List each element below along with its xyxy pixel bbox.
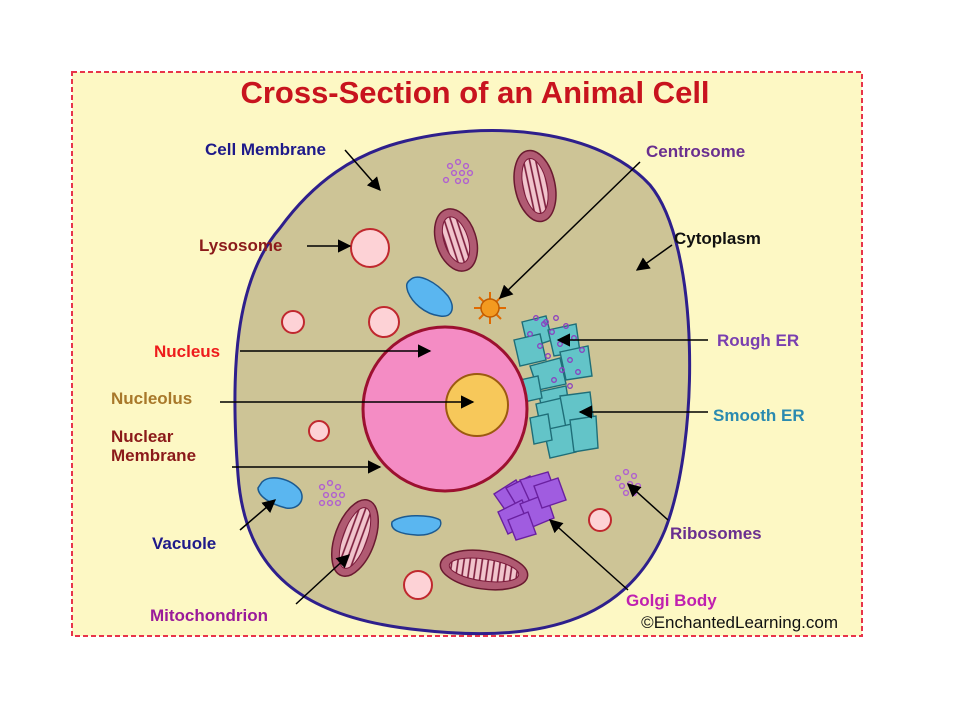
golgi-body (493, 471, 567, 541)
lysosome (281, 310, 305, 334)
vacuole (391, 515, 442, 536)
label-golgi-body: Golgi Body (626, 591, 717, 610)
smooth-er (529, 391, 599, 459)
mitochondrion (439, 549, 529, 591)
label-ribosomes: Ribosomes (670, 524, 762, 543)
mitochondrion (513, 149, 557, 223)
mitochondrion (433, 208, 479, 272)
centrosome (474, 292, 506, 324)
ribosome-cluster (318, 479, 346, 507)
label-rough-er: Rough ER (717, 331, 799, 350)
label-nuclear-membrane-2: Membrane (111, 446, 196, 465)
label-smooth-er: Smooth ER (713, 406, 805, 425)
credit-text: ©EnchantedLearning.com (641, 613, 838, 632)
rough-er (513, 315, 593, 417)
lysosome (403, 570, 433, 600)
label-nucleolus: Nucleolus (111, 389, 192, 408)
lysosome (588, 508, 612, 532)
label-cytoplasm: Cytoplasm (674, 229, 761, 248)
label-cell-membrane: Cell Membrane (205, 140, 326, 159)
lysosome (368, 306, 400, 338)
lysosome (308, 420, 330, 442)
ribosome-cluster (442, 158, 474, 185)
label-centrosome: Centrosome (646, 142, 745, 161)
diagram-title: Cross-Section of an Animal Cell (240, 75, 709, 110)
nucleolus (445, 373, 509, 437)
leader-lines (220, 149, 708, 605)
vacuole (405, 276, 453, 317)
label-mitochondrion: Mitochondrion (150, 606, 268, 625)
nucleus (361, 325, 529, 493)
lysosome (350, 228, 390, 268)
label-nuclear-membrane-1: Nuclear (111, 427, 174, 446)
label-lysosome: Lysosome (199, 236, 282, 255)
label-vacuole: Vacuole (152, 534, 216, 553)
label-nucleus: Nucleus (154, 342, 220, 361)
